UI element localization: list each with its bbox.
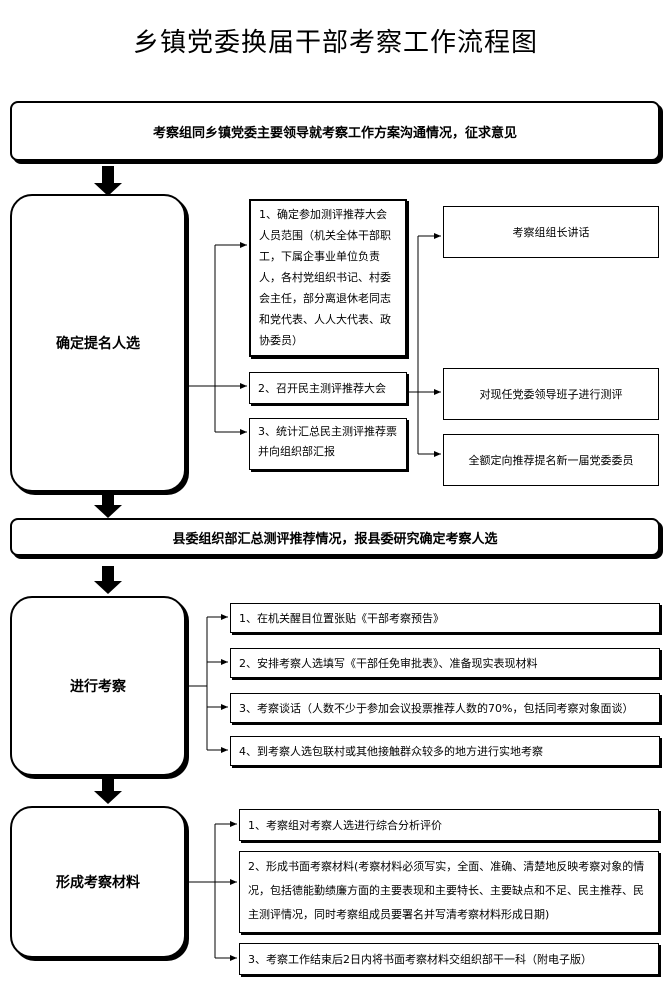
sub-item-leader-speech: 考察组组长讲话 xyxy=(443,206,659,258)
materials-item-1: 1、考察组对考察人选进行综合分析评价 xyxy=(239,809,659,841)
nominate-item-1: 1、确定参加测评推荐大会人员范围（机关全体干部职工，下属企事业单位负责人，各村党… xyxy=(249,199,407,357)
stage-determine-nominees: 确定提名人选 xyxy=(10,194,186,492)
step-county-summary: 县委组织部汇总测评推荐情况，报县委研究确定考察人选 xyxy=(10,518,660,556)
inspect-item-2: 2、安排考察人选填写《干部任免审批表》、准备现实表现材料 xyxy=(230,648,660,678)
nominate-item-3: 3、统计汇总民主测评推荐票并向组织部汇报 xyxy=(249,418,407,470)
materials-item-3: 3、考察工作结束后2日内将书面考察材料交组织部干一科（附电子版） xyxy=(239,943,659,975)
inspect-item-4: 4、到考察人选包联村或其他接触群众较多的地方进行实地考察 xyxy=(230,736,660,766)
page-title: 乡镇党委换届干部考察工作流程图 xyxy=(132,28,538,58)
stage-form-materials: 形成考察材料 xyxy=(10,806,186,958)
sub-item-recommend-members: 全额定向推荐提名新一届党委委员 xyxy=(443,434,659,486)
branch-connectors xyxy=(186,233,441,961)
inspect-item-1: 1、在机关醒目位置张贴《干部考察预告》 xyxy=(230,603,660,633)
nominate-item-2: 2、召开民主测评推荐大会 xyxy=(249,372,407,404)
sub-item-evaluate-committee: 对现任党委领导班子进行测评 xyxy=(443,368,659,420)
materials-item-2: 2、形成书面考察材料(考察材料必须写实，全面、准确、清楚地反映考察对象的情况，包… xyxy=(239,851,659,933)
step-consult-leaders: 考察组同乡镇党委主要领导就考察工作方案沟通情况，征求意见 xyxy=(10,101,660,161)
down-arrows xyxy=(94,166,122,804)
inspect-item-3: 3、考察谈话（人数不少于参加会议投票推荐人数的70%，包括同考察对象面谈） xyxy=(230,693,660,723)
stage-conduct-inspection: 进行考察 xyxy=(10,596,186,776)
